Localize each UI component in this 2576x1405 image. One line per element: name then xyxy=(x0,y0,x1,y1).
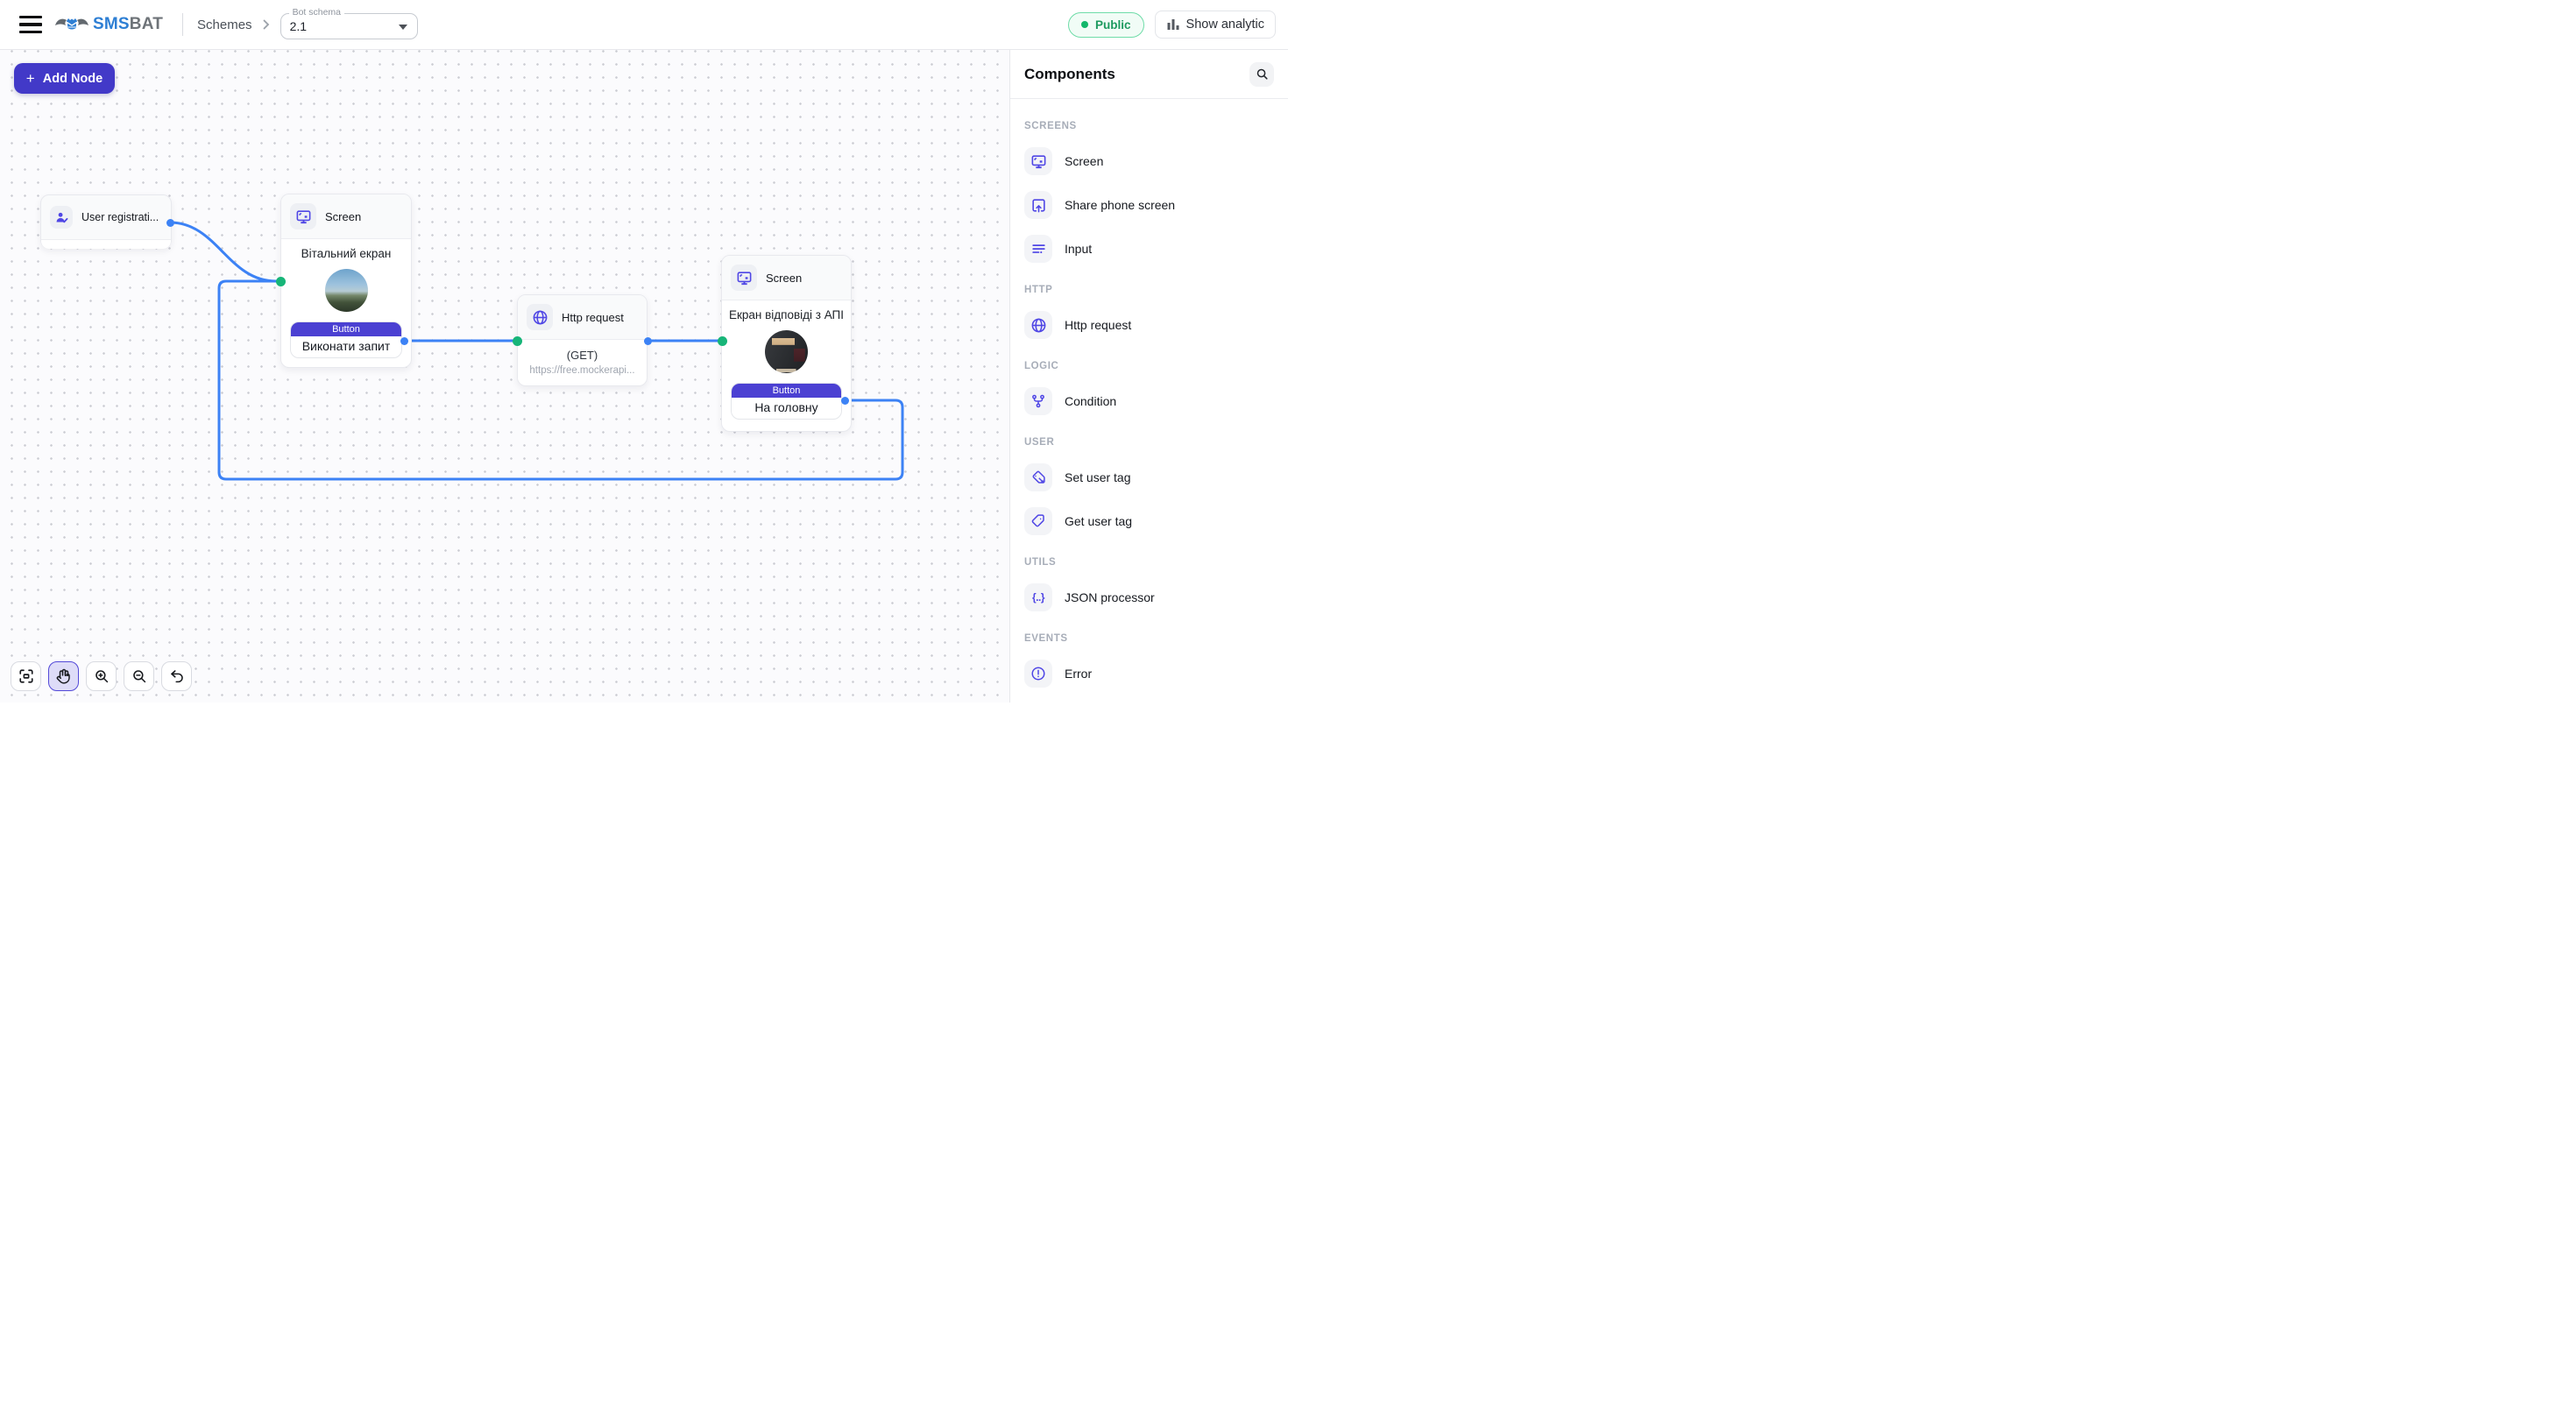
screen-title: Екран відповіді з АПІ xyxy=(728,308,845,321)
button-widget[interactable]: Button На головну xyxy=(731,383,842,420)
fit-view-icon[interactable] xyxy=(11,661,41,691)
logo-text: SMSBAT xyxy=(93,15,164,33)
search-icon[interactable] xyxy=(1249,61,1274,87)
section-label-logic: LOGIC xyxy=(1024,361,1059,371)
node-title: Screen xyxy=(325,209,362,223)
add-node-label: Add Node xyxy=(42,71,103,86)
logo[interactable]: SMSBAT xyxy=(54,14,163,35)
node-title: Screen xyxy=(766,271,803,285)
section-label-http: HTTP xyxy=(1024,285,1053,295)
status-badge: Public xyxy=(1068,11,1144,38)
node-http-request[interactable]: Http request (GET) https://free.mockerap… xyxy=(517,294,648,386)
screen-image xyxy=(324,269,368,312)
get-user-tag-icon xyxy=(1024,507,1052,535)
component-json-processor[interactable]: {..} JSON processor xyxy=(1024,583,1274,611)
port-out-screen-welcome-button[interactable] xyxy=(400,336,408,345)
status-dot-icon xyxy=(1081,21,1089,28)
globe-icon xyxy=(1024,311,1052,339)
node-screen-api[interactable]: Screen Екран відповіді з АПІ Button На г… xyxy=(721,255,852,432)
set-user-tag-icon xyxy=(1024,463,1052,491)
screen-title: Вітальний екран xyxy=(301,247,392,260)
section-label-utils: UTILS xyxy=(1024,557,1057,568)
chevron-right-icon xyxy=(263,19,270,30)
node-screen-welcome[interactable]: Screen Вітальний екран Button Виконати з… xyxy=(280,194,412,368)
plus-icon: + xyxy=(25,70,35,87)
button-widget-text: На головну xyxy=(754,400,818,414)
bot-schema-value: 2.1 xyxy=(289,19,308,33)
component-get-user-tag[interactable]: Get user tag xyxy=(1024,507,1274,535)
button-widget-header: Button xyxy=(732,384,841,398)
menu-icon[interactable] xyxy=(19,16,42,33)
node-body: Екран відповіді з АПІ Button На головну xyxy=(722,308,851,420)
port-out-user-registration[interactable] xyxy=(166,218,174,227)
node-header: Screen xyxy=(722,256,851,300)
port-out-screen-api-button[interactable] xyxy=(840,396,849,405)
node-body: (GET) https://free.mockerapi... xyxy=(518,349,647,376)
sidebar-title: Components xyxy=(1024,65,1115,82)
show-analytic-label: Show analytic xyxy=(1185,18,1264,32)
edge-screen2-loop-to-screen1 xyxy=(217,279,904,481)
flow-canvas[interactable]: + Add Node User registrati... xyxy=(0,50,1009,702)
node-header: Http request xyxy=(518,295,647,340)
bot-schema-label: Bot schema xyxy=(288,7,345,18)
bat-logo-icon xyxy=(55,18,88,30)
component-set-user-tag[interactable]: Set user tag xyxy=(1024,463,1274,491)
port-in-screen-api[interactable] xyxy=(717,335,727,346)
globe-icon xyxy=(527,304,553,330)
section-label-events: EVENTS xyxy=(1024,633,1068,644)
component-error[interactable]: Error xyxy=(1024,660,1274,688)
bar-chart-icon xyxy=(1167,19,1179,30)
topbar-divider xyxy=(182,13,184,36)
http-method: (GET) xyxy=(566,349,598,362)
screen-icon xyxy=(290,203,316,229)
show-analytic-button[interactable]: Show analytic xyxy=(1154,11,1276,39)
share-phone-screen-icon xyxy=(1024,191,1052,219)
add-node-button[interactable]: + Add Node xyxy=(14,63,115,94)
component-condition[interactable]: Condition xyxy=(1024,387,1274,415)
json-icon: {..} xyxy=(1024,583,1052,611)
button-widget[interactable]: Button Виконати запит xyxy=(290,321,402,358)
component-input[interactable]: Input xyxy=(1024,235,1274,263)
button-widget-text: Виконати запит xyxy=(301,339,391,353)
breadcrumb[interactable]: Schemes xyxy=(197,17,252,32)
zoom-in-icon[interactable] xyxy=(86,661,117,691)
status-badge-label: Public xyxy=(1095,18,1131,32)
canvas-toolbar xyxy=(11,661,192,691)
component-share-phone-screen[interactable]: Share phone screen xyxy=(1024,191,1274,219)
button-widget-header: Button xyxy=(291,322,401,336)
port-in-screen-welcome[interactable] xyxy=(275,276,286,286)
sidebar-header: Components xyxy=(1010,50,1288,99)
components-list: SCREENS Screen xyxy=(1010,121,1288,688)
port-in-http-request[interactable] xyxy=(512,335,522,346)
zoom-out-icon[interactable] xyxy=(124,661,154,691)
port-out-http-request[interactable] xyxy=(643,336,652,345)
node-body: Вітальний екран Button Виконати запит xyxy=(281,247,411,358)
branch-icon xyxy=(1024,387,1052,415)
pan-hand-icon[interactable] xyxy=(48,661,79,691)
screen-icon xyxy=(1024,147,1052,175)
edges-layer xyxy=(169,221,904,481)
section-label-user: USER xyxy=(1024,437,1055,448)
topbar: SMSBAT Schemes Bot schema 2.1 Public Sho… xyxy=(0,0,1288,50)
node-user-registration[interactable]: User registrati... xyxy=(40,194,172,249)
component-screen[interactable]: Screen xyxy=(1024,147,1274,175)
app: SMSBAT Schemes Bot schema 2.1 Public Sho… xyxy=(0,0,1288,702)
screen-icon xyxy=(731,265,757,291)
screen-image xyxy=(765,330,808,373)
http-url: https://free.mockerapi... xyxy=(529,365,635,376)
bot-schema-select[interactable]: Bot schema 2.1 xyxy=(280,7,418,39)
node-header: Screen xyxy=(281,194,411,239)
edge-userreg-to-screen1 xyxy=(169,221,277,283)
undo-icon[interactable] xyxy=(161,661,192,691)
section-label-screens: SCREENS xyxy=(1024,121,1077,131)
node-footer xyxy=(41,239,171,249)
error-icon xyxy=(1024,660,1052,688)
component-http-request[interactable]: Http request xyxy=(1024,311,1274,339)
components-sidebar: Components SCREENS Screen xyxy=(1009,50,1288,702)
user-check-icon xyxy=(50,206,73,229)
dropdown-caret-icon xyxy=(398,25,407,30)
node-title: User registrati... xyxy=(81,211,159,223)
node-title: Http request xyxy=(562,310,624,324)
input-icon xyxy=(1024,235,1052,263)
